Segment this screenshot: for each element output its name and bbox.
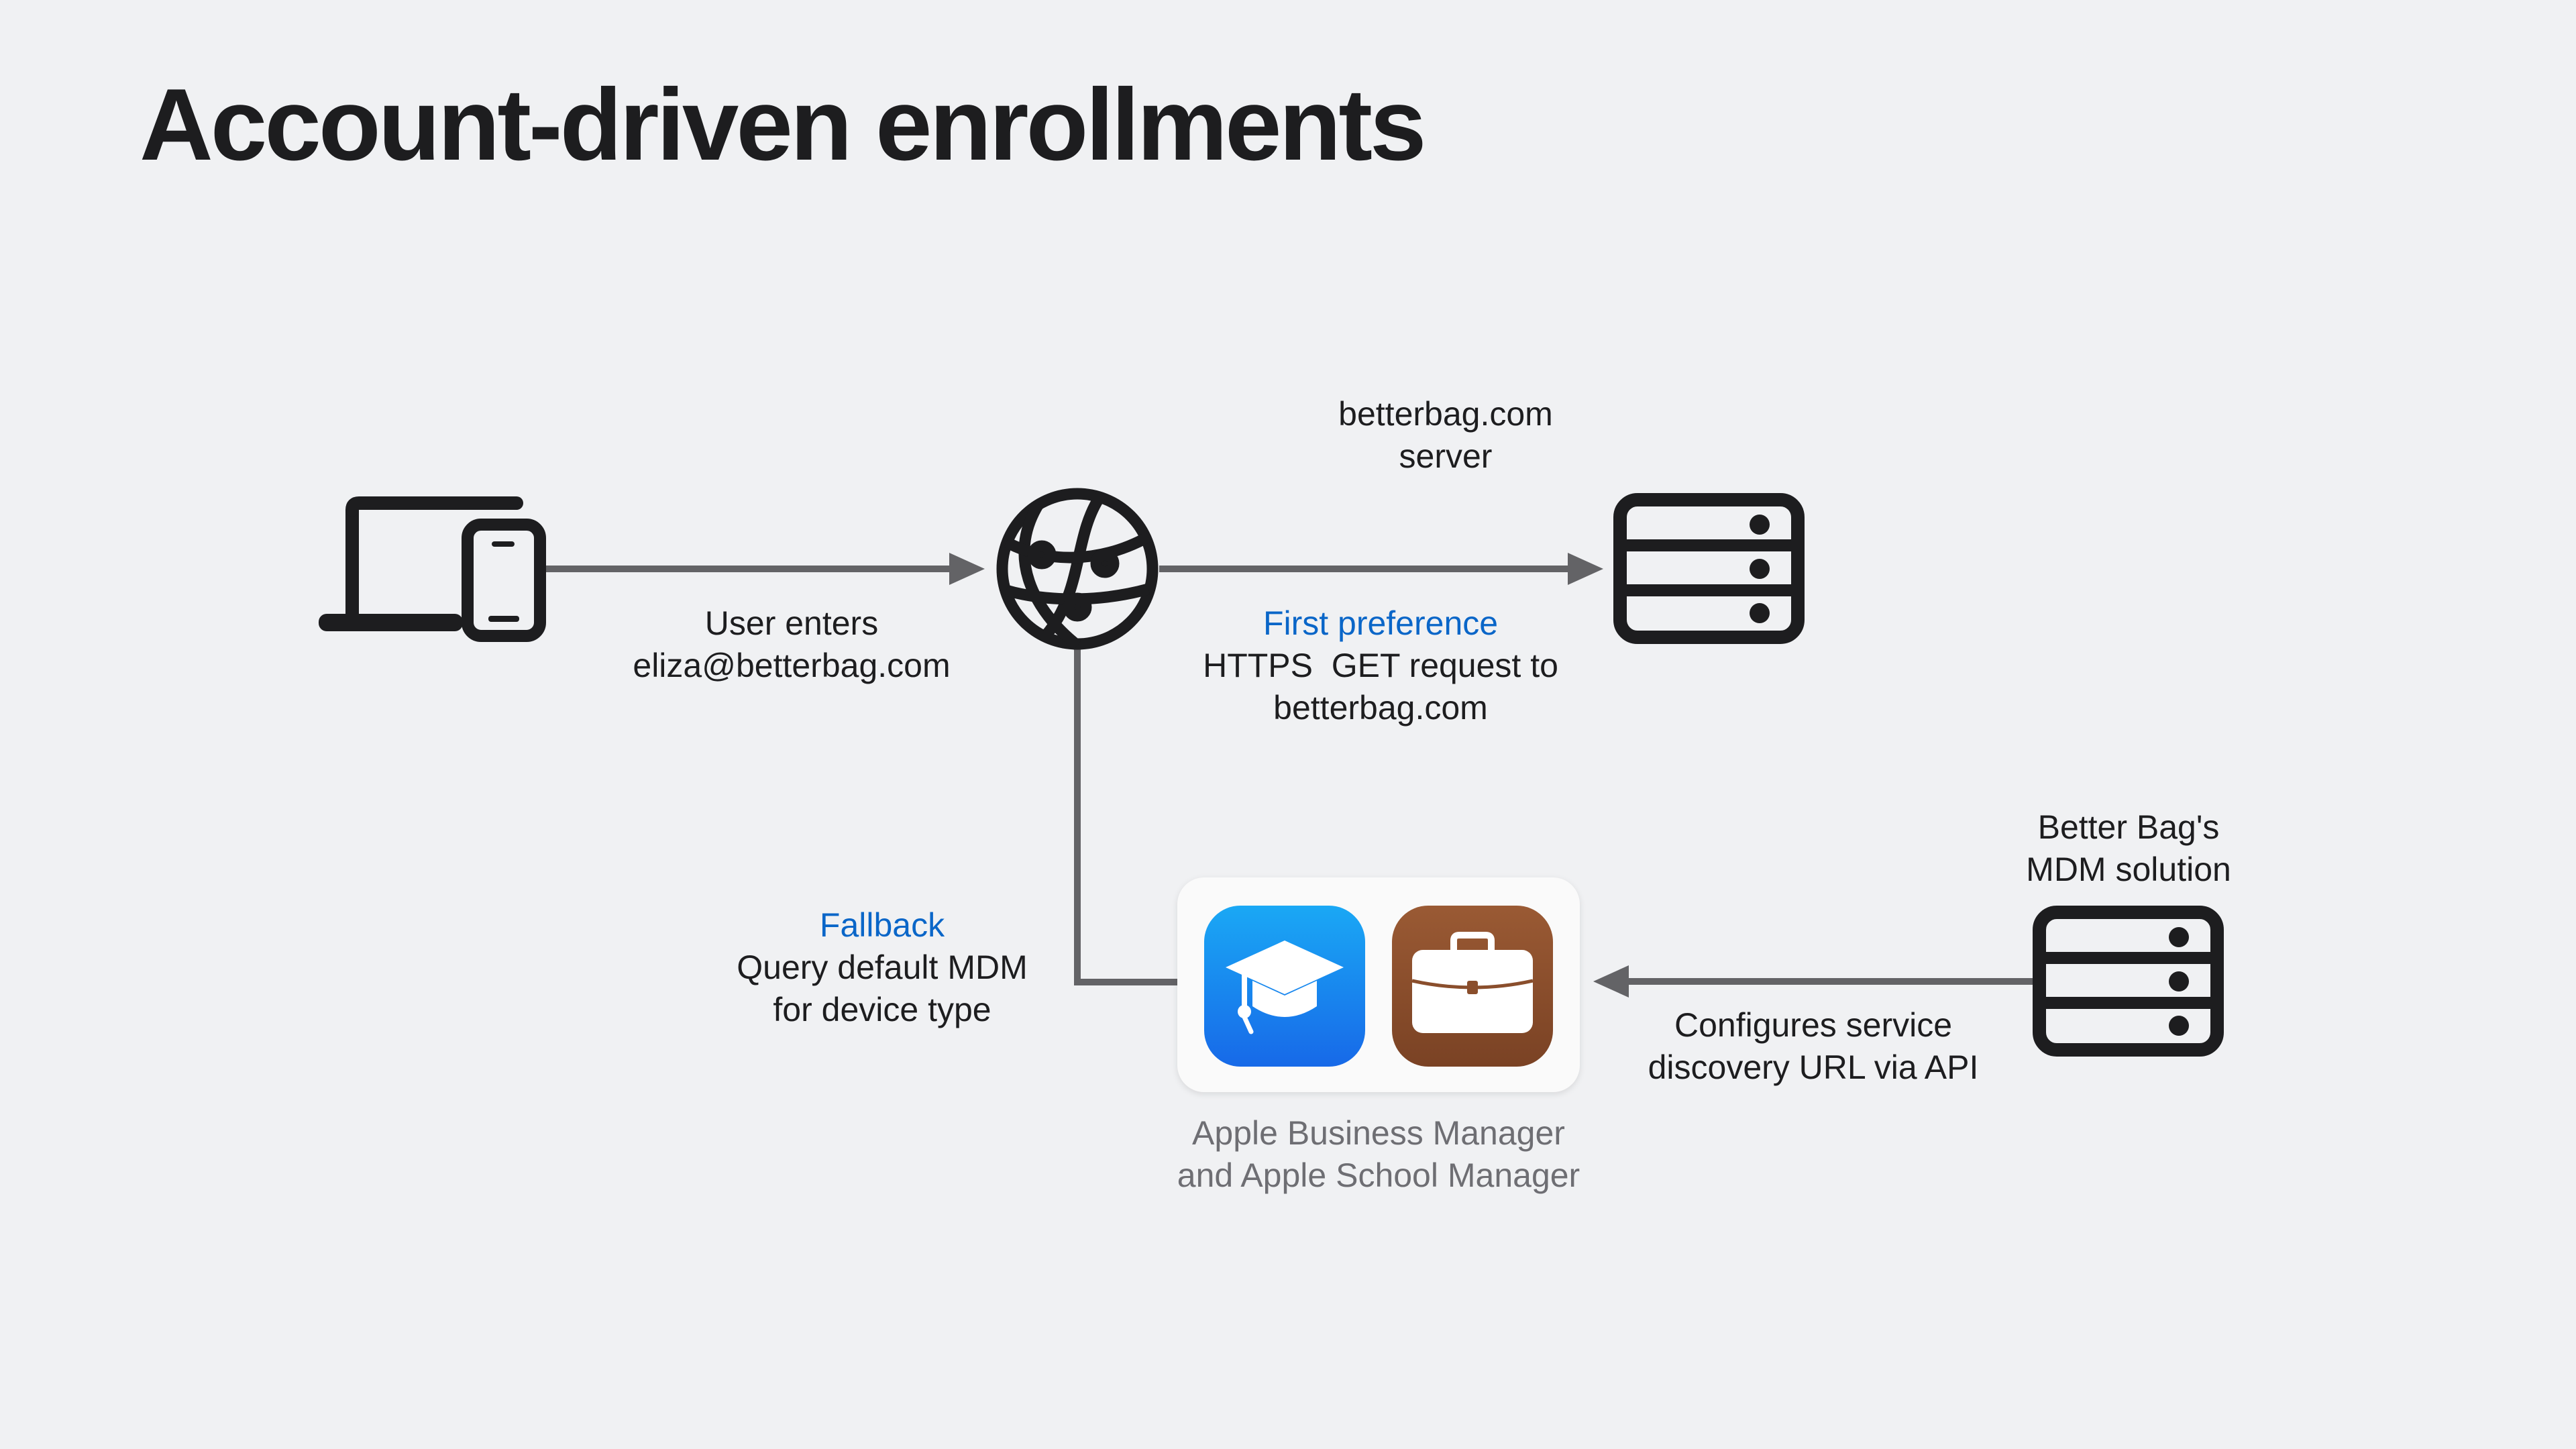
apple-business-manager-icon bbox=[1392, 906, 1553, 1067]
first-preference-line-1: HTTPS GET request to bbox=[1203, 647, 1558, 684]
slide-title: Account-driven enrollments bbox=[140, 68, 1427, 182]
server-caption-line-2: server bbox=[1399, 437, 1493, 475]
first-preference-heading: First preference bbox=[1263, 604, 1499, 642]
managers-app-card bbox=[1177, 877, 1580, 1092]
configure-label: Configures service discovery URL via API bbox=[1545, 1004, 2082, 1089]
mdm-caption-line-2: MDM solution bbox=[2026, 851, 2231, 888]
server-rack-icon bbox=[2033, 906, 2224, 1057]
laptop-and-phone-icon bbox=[319, 496, 546, 642]
configure-line-2: discovery URL via API bbox=[1648, 1049, 1979, 1086]
mdm-caption-line-1: Better Bag's bbox=[2037, 808, 2220, 846]
managers-caption: Apple Business Manager and Apple School … bbox=[1110, 1112, 1647, 1197]
managers-caption-line-2: and Apple School Manager bbox=[1177, 1157, 1580, 1194]
arrowheads bbox=[949, 553, 1629, 998]
fallback-heading: Fallback bbox=[819, 906, 945, 944]
device-label: User enters eliza@betterbag.com bbox=[456, 602, 1127, 687]
fallback-line-2: for device type bbox=[773, 991, 991, 1028]
device-label-line-2: eliza@betterbag.com bbox=[633, 647, 951, 684]
connector-lines bbox=[537, 566, 2036, 985]
arrowhead-to-globe bbox=[949, 553, 985, 585]
mdm-caption: Better Bag's MDM solution bbox=[1860, 806, 2397, 891]
first-preference-line-2: betterbag.com bbox=[1273, 689, 1488, 727]
server-caption-line-1: betterbag.com bbox=[1338, 395, 1553, 433]
arrowhead-to-managers bbox=[1593, 965, 1629, 998]
managers-caption-line-1: Apple Business Manager bbox=[1192, 1114, 1565, 1152]
device-label-line-1: User enters bbox=[704, 604, 879, 642]
server-rack-icon bbox=[1613, 493, 1805, 644]
arrowhead-to-server bbox=[1568, 553, 1603, 585]
first-preference-label: First preference HTTPS GET request to be… bbox=[1112, 602, 1649, 729]
fallback-line-1: Query default MDM bbox=[737, 949, 1028, 986]
fallback-connector bbox=[1074, 645, 1177, 985]
server-caption: betterbag.com server bbox=[1177, 393, 1714, 478]
globe-icon bbox=[996, 488, 1159, 650]
fallback-label: Fallback Query default MDM for device ty… bbox=[614, 904, 1150, 1031]
configure-line-1: Configures service bbox=[1674, 1006, 1953, 1044]
apple-school-manager-icon bbox=[1204, 906, 1365, 1067]
